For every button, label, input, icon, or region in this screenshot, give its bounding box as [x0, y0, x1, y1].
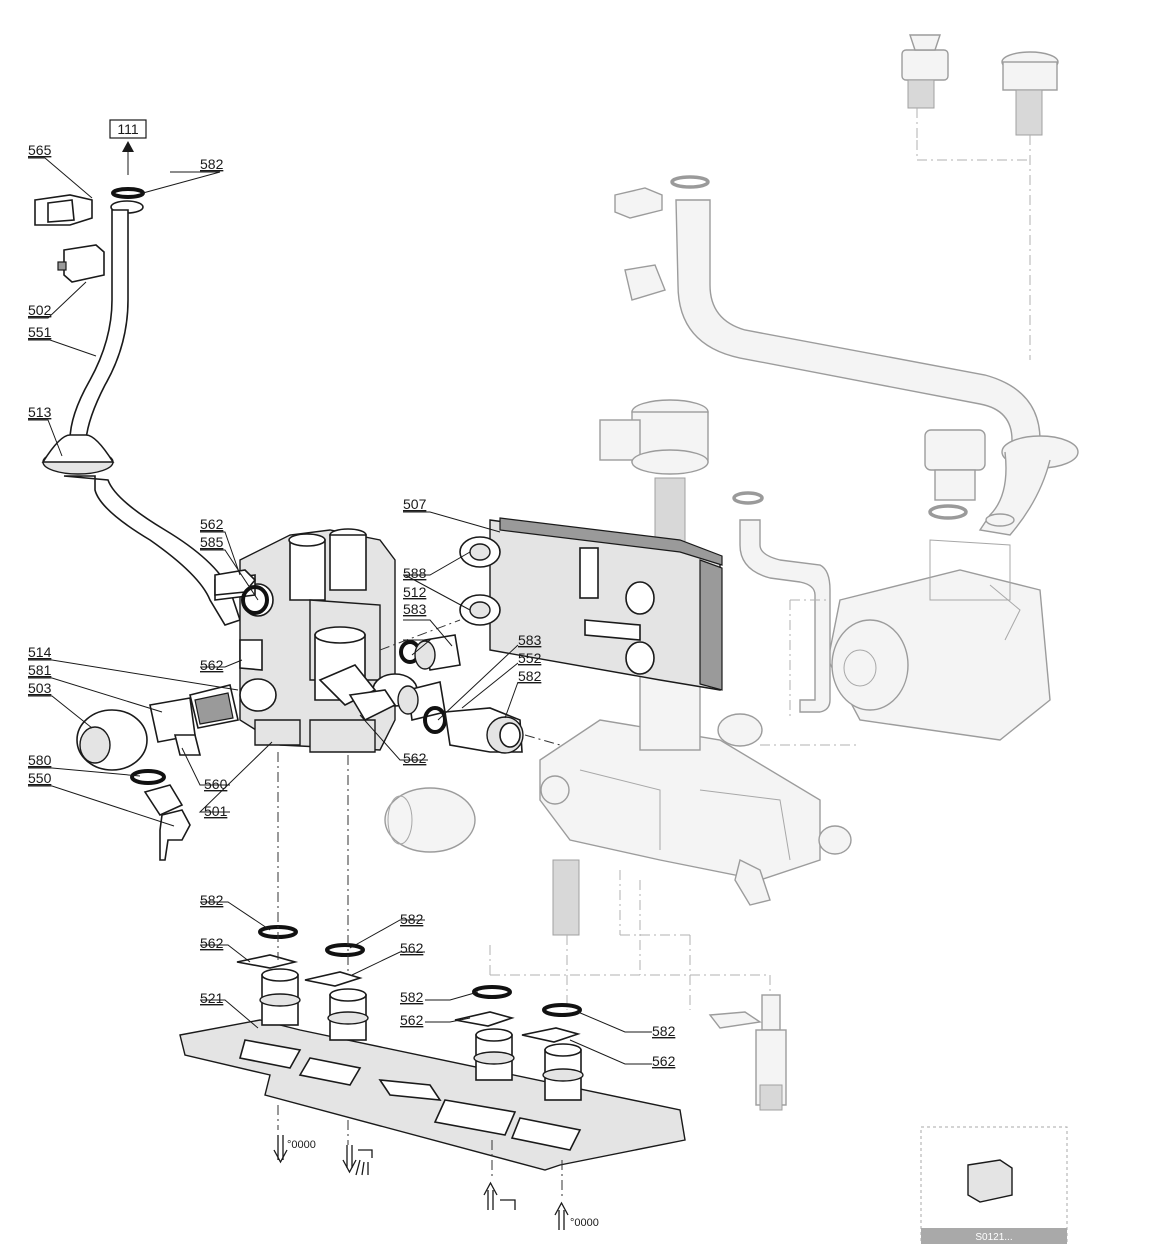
label-562-p1: 562: [200, 935, 224, 951]
flow-symbol-cold-water: [483, 1181, 516, 1210]
reference-box-111: 111: [109, 119, 147, 199]
svg-text:°0000: °0000: [287, 1139, 316, 1151]
label-552: 552: [518, 650, 542, 666]
label-512: 512: [403, 584, 427, 600]
label-562-c: 562: [403, 750, 427, 766]
filter-assembly: [76, 684, 239, 861]
ghost-hydraulic-block: [384, 599, 860, 1010]
label-502: 502: [28, 302, 52, 318]
label-562-p3: 562: [400, 1012, 424, 1028]
clip-562-bottom: [348, 689, 397, 722]
o-ring-plate-2: [325, 943, 365, 957]
connector-nipples: [397, 634, 524, 754]
label-582-p1: 582: [200, 892, 224, 908]
label-588: 588: [403, 565, 427, 581]
label-580: 580: [28, 752, 52, 768]
flow-symbol-heating-return: °0000: [273, 1135, 316, 1164]
plate-heat-exchanger: [459, 517, 723, 691]
label-582-mid: 582: [518, 668, 542, 684]
ghost-sensor-1: [901, 34, 949, 140]
o-ring-plate-3: [472, 985, 512, 999]
label-560: 560: [204, 776, 228, 792]
plate-fittings: [259, 968, 584, 1101]
label-562-p2: 562: [400, 940, 424, 956]
label-514: 514: [28, 644, 52, 660]
flow-symbol-heating-flow: °0000: [554, 1201, 599, 1230]
relief-pipe: [41, 200, 242, 626]
label-565: 565: [28, 142, 52, 158]
label-582-p4: 582: [652, 1023, 676, 1039]
label-583-b: 583: [518, 632, 542, 648]
sensor-502: [63, 244, 105, 283]
clip-plate-1: [236, 954, 299, 969]
inset-caption: S0121...: [975, 1232, 1012, 1243]
detail-inset: S0121...: [920, 1126, 1068, 1244]
part-labels: 565 582 502 551 513 562 585 514 581 503 …: [28, 142, 676, 1069]
ghost-drain-valve: [708, 994, 787, 1111]
clip-plate-2: [304, 971, 363, 987]
mounting-plate: [179, 1019, 686, 1171]
clip-562-mid: [239, 639, 263, 671]
label-562-a: 562: [200, 516, 224, 532]
clip-plate-4: [521, 1027, 581, 1043]
label-513: 513: [28, 404, 52, 420]
label-562-b: 562: [200, 657, 224, 673]
label-521: 521: [200, 990, 224, 1006]
label-585: 585: [200, 534, 224, 550]
label-551: 551: [28, 324, 52, 340]
label-501: 501: [204, 803, 228, 819]
reference-box-label: 111: [117, 121, 138, 137]
flow-symbol-hot-water: [342, 1145, 373, 1176]
ghosted-assembly: [384, 34, 1079, 1111]
clip-plate-3: [454, 1011, 515, 1027]
ghost-sensor-2: [916, 51, 1059, 360]
label-583-a: 583: [403, 601, 427, 617]
label-581: 581: [28, 662, 52, 678]
label-503: 503: [28, 680, 52, 696]
label-562-p4: 562: [652, 1053, 676, 1069]
label-582-p3: 582: [400, 989, 424, 1005]
ghost-pump: [827, 539, 1051, 741]
leader-lines: [28, 157, 652, 1065]
svg-text:°0000: °0000: [570, 1217, 599, 1229]
label-582-top: 582: [200, 156, 224, 172]
label-550: 550: [28, 770, 52, 786]
label-507: 507: [403, 496, 427, 512]
o-ring-plate-4: [542, 1003, 582, 1017]
label-582-p2: 582: [400, 911, 424, 927]
